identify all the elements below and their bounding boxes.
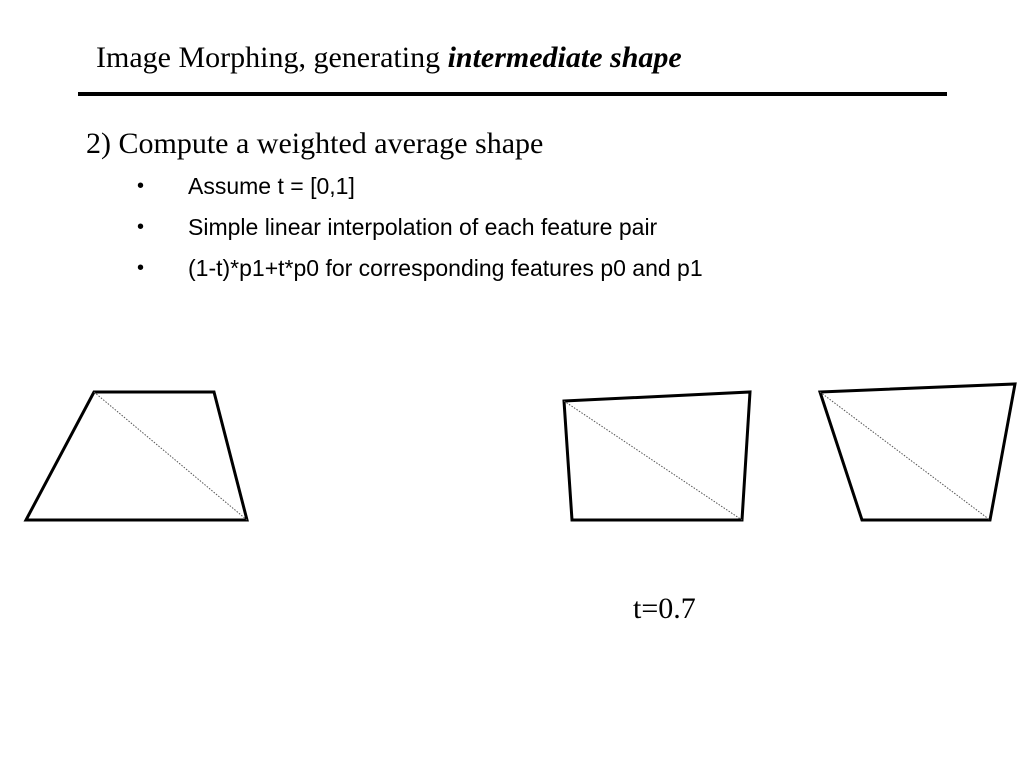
slide-title: Image Morphing, generating intermediate … (96, 38, 682, 78)
target-shape (817, 382, 1017, 522)
bullet-marker: • (137, 216, 145, 238)
slide-title-emphasis: intermediate shape (447, 41, 682, 74)
source-shape (23, 390, 249, 522)
target-diagonal (819, 391, 991, 521)
intermediate-quadrilateral (562, 390, 752, 522)
slide-title-text: Image Morphing, generating (96, 41, 448, 74)
bullet-marker: • (137, 175, 145, 197)
bullet-text: (1-t)*p1+t*p0 for corresponding features… (188, 255, 703, 281)
source-quadrilateral (23, 390, 249, 522)
intermediate-diagonal (563, 400, 743, 521)
t-value-label: t=0.7 (633, 592, 696, 625)
bullet-text: Simple linear interpolation of each feat… (188, 214, 658, 240)
intermediate-shape (562, 390, 752, 522)
source-diagonal (93, 391, 248, 521)
section-heading: 2) Compute a weighted average shape (86, 127, 544, 160)
target-quadrilateral (817, 382, 1017, 522)
bullet-marker: • (137, 257, 145, 279)
bullet-text: Assume t = [0,1] (188, 173, 355, 199)
title-divider (78, 92, 947, 96)
